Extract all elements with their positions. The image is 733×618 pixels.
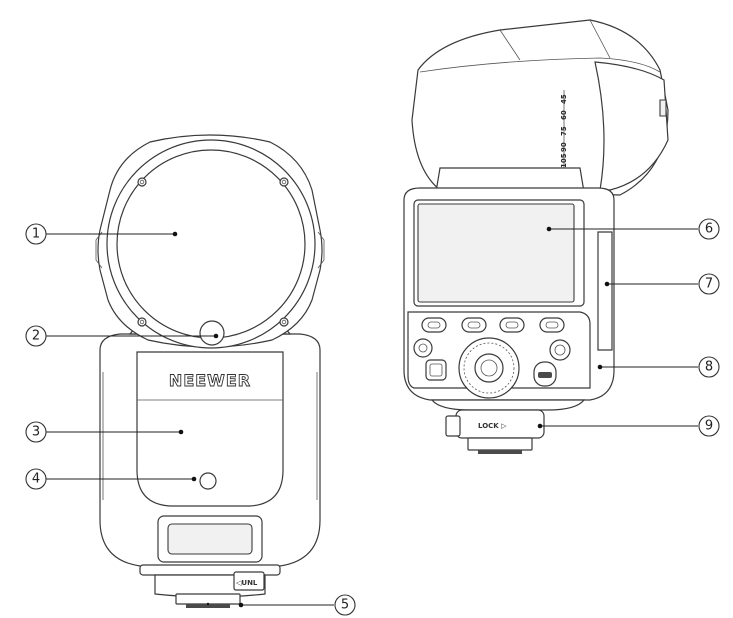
mode-button[interactable] xyxy=(413,338,433,358)
unlock-label: ◁UNL xyxy=(236,579,258,587)
callout-7 xyxy=(698,273,720,295)
svg-text:3: 3 xyxy=(32,425,40,440)
set-button[interactable] xyxy=(474,353,504,383)
function-button-4[interactable] xyxy=(539,317,565,333)
led-window xyxy=(167,523,253,555)
callout-3 xyxy=(25,421,47,443)
function-button-1[interactable] xyxy=(421,317,447,333)
brand-logo: NEEWER xyxy=(169,371,251,390)
lcd-screen xyxy=(417,203,575,303)
callout-1 xyxy=(25,223,47,245)
zoom-scale: 45 60 75 90 105 xyxy=(560,90,568,170)
square-button[interactable] xyxy=(425,359,447,381)
svg-text:2: 2 xyxy=(32,329,40,344)
svg-text:5: 5 xyxy=(341,598,349,613)
function-button-3[interactable] xyxy=(499,317,525,333)
flash-tube-diffuser xyxy=(116,149,306,339)
left-front-panel xyxy=(136,351,284,507)
svg-text:1: 1 xyxy=(32,227,40,242)
svg-text:9: 9 xyxy=(705,419,713,434)
test-button[interactable] xyxy=(549,339,571,361)
svg-text:6: 6 xyxy=(705,222,713,237)
callout-5 xyxy=(334,594,356,616)
right-flash: 45 60 75 90 105 xyxy=(403,19,669,454)
svg-text:4: 4 xyxy=(32,472,40,487)
callouts: 1 2 3 4 5 6 7 8 xyxy=(25,218,720,616)
svg-text:7: 7 xyxy=(705,277,713,292)
left-flash: NEEWER ◁UNL xyxy=(95,134,325,608)
function-button-2[interactable] xyxy=(461,317,487,333)
unlock-tab xyxy=(233,571,265,591)
left-hot-shoe xyxy=(175,593,241,605)
callout-4 xyxy=(25,468,47,490)
modeling-lamp xyxy=(199,320,225,346)
battery-door xyxy=(597,231,613,351)
af-sensor xyxy=(199,472,217,490)
callout-8 xyxy=(698,356,720,378)
callout-9 xyxy=(698,415,720,437)
callout-6 xyxy=(698,218,720,240)
lock-label: LOCK ▷ xyxy=(478,422,507,430)
svg-text:8: 8 xyxy=(705,360,713,375)
right-hot-shoe xyxy=(467,437,533,451)
lock-lever[interactable] xyxy=(445,415,461,437)
callout-2 xyxy=(25,325,47,347)
